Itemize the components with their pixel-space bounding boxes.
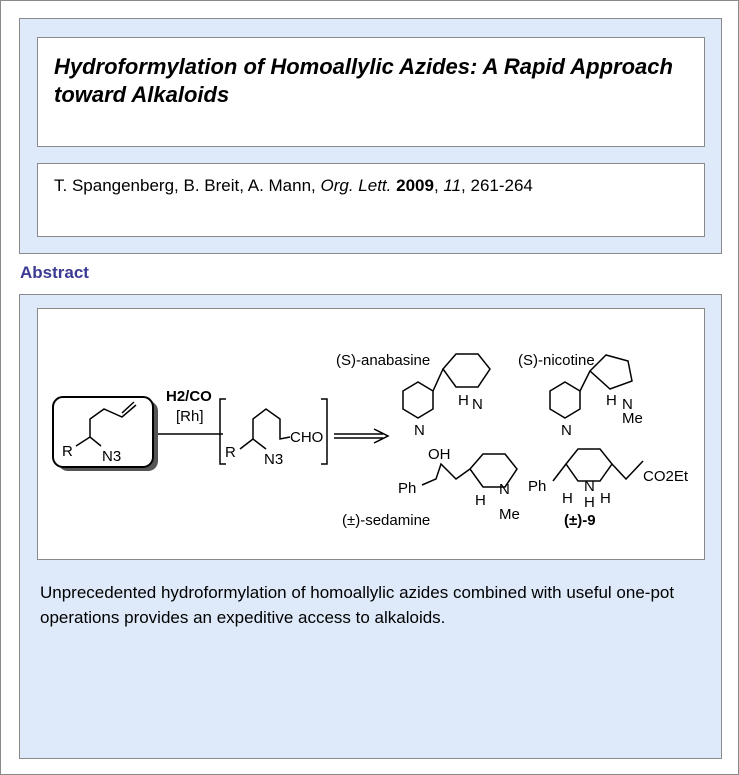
compound9-label: (±)-9	[564, 512, 596, 529]
header-panel: Hydroformylation of Homoallylic Azides: …	[19, 18, 722, 254]
substrate-n3: N3	[102, 448, 121, 465]
intermediate-r: R	[225, 444, 236, 461]
anabasine-nh: N	[472, 396, 483, 413]
bracket-right	[321, 398, 328, 465]
compound9-h2: H	[584, 494, 595, 511]
abstract-text: Unprecedented hydroformylation of homoal…	[40, 583, 675, 627]
sedamine-oh: OH	[428, 446, 451, 463]
citation-pages: , 261-264	[461, 176, 533, 195]
compound9-piperidine-ring	[565, 448, 613, 482]
nicotine-pyrrolidine-ring	[588, 354, 633, 390]
sedamine-ph: Ph	[398, 480, 416, 497]
nicotine-n: N	[561, 422, 572, 439]
compound9-h1: H	[562, 490, 573, 507]
title-box: Hydroformylation of Homoallylic Azides: …	[37, 37, 705, 147]
compound9-phenyl-bond	[552, 463, 567, 482]
sedamine-n: N	[499, 481, 510, 498]
abstract-heading: Abstract	[20, 263, 89, 282]
anabasine-n: N	[414, 422, 425, 439]
nicotine-h: H	[606, 392, 617, 409]
compound9-h3: H	[600, 490, 611, 507]
anabasine-h: H	[458, 392, 469, 409]
substrate-box	[52, 396, 154, 468]
compound9-n: N	[584, 478, 595, 495]
intermediate-n3: N3	[264, 451, 283, 468]
abstract-panel: R N3 H2/CO [Rh] R N3 CHO (S)-anabasine N…	[19, 294, 722, 759]
nicotine-me: Me	[622, 410, 643, 427]
product-arrow-head	[373, 428, 390, 444]
article-title: Hydroformylation of Homoallylic Azides: …	[54, 54, 673, 107]
nicotine-label: (S)-nicotine	[518, 352, 595, 369]
reaction-scheme: R N3 H2/CO [Rh] R N3 CHO (S)-anabasine N…	[52, 352, 689, 529]
intermediate-cho: CHO	[290, 429, 323, 446]
anabasine-pyridine-ring	[402, 381, 434, 419]
citation: T. Spangenberg, B. Breit, A. Mann, Org. …	[54, 176, 533, 195]
bracket-left	[219, 398, 226, 465]
sedamine-piperidine-ring	[469, 453, 518, 488]
anabasine-label: (S)-anabasine	[336, 352, 430, 369]
compound9-ph: Ph	[528, 478, 546, 495]
compound9-co2et: CO2Et	[643, 468, 689, 485]
compound9-ester-chain	[611, 460, 644, 481]
nicotine-link	[579, 370, 591, 392]
citation-volume: 11	[443, 176, 462, 195]
reagent-gas: H2/CO	[166, 388, 212, 405]
sedamine-label: (±)-sedamine	[342, 512, 430, 529]
substrate-double-bond	[121, 401, 135, 414]
sedamine-chain	[421, 462, 471, 486]
anabasine-link	[432, 368, 444, 392]
substrate-r: R	[62, 443, 73, 460]
sedamine-me: Me	[499, 506, 520, 523]
nicotine-nme: N	[622, 396, 633, 413]
sedamine-h: H	[475, 492, 486, 509]
intermediate-backbone	[239, 438, 267, 450]
substrate-chain	[89, 404, 137, 437]
nicotine-pyridine-ring	[549, 381, 581, 419]
intermediate-chain	[252, 408, 291, 440]
citation-year: 2009	[396, 176, 434, 195]
citation-authors: T. Spangenberg, B. Breit, A. Mann,	[54, 176, 321, 195]
anabasine-piperidine-ring	[442, 353, 491, 388]
graphical-abstract: R N3 H2/CO [Rh] R N3 CHO (S)-anabasine N…	[37, 308, 705, 560]
citation-journal: Org. Lett.	[320, 176, 392, 195]
reagent-catalyst: [Rh]	[176, 408, 204, 425]
citation-box: T. Spangenberg, B. Breit, A. Mann, Org. …	[37, 163, 705, 237]
